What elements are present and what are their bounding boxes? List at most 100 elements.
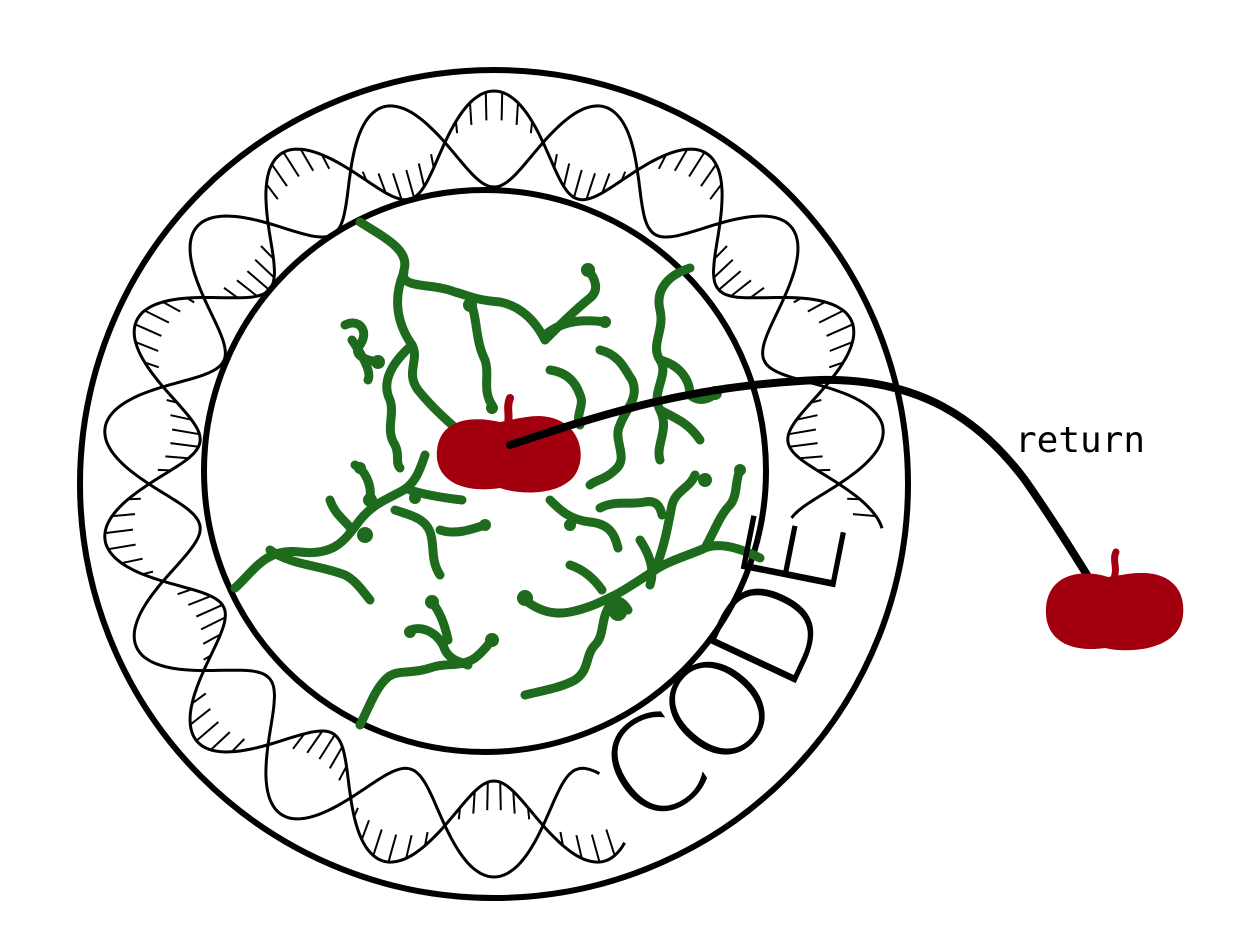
dna-strand-1 xyxy=(103,89,884,864)
dna-rung xyxy=(788,428,817,436)
return-label: return xyxy=(1015,420,1145,461)
dna-rung xyxy=(527,807,531,820)
dna-rung xyxy=(236,279,258,297)
dna-rung xyxy=(231,738,246,753)
dna-rung xyxy=(246,270,270,291)
dna-rung xyxy=(817,468,831,472)
dna-rungs xyxy=(104,92,876,863)
dna-rung xyxy=(203,654,212,661)
dna-rung xyxy=(387,834,398,863)
dna-rung xyxy=(799,455,823,460)
dna-rung xyxy=(121,557,143,565)
dna-rung xyxy=(457,807,461,820)
dna-rung xyxy=(575,834,583,859)
dna-rung xyxy=(826,323,854,337)
dna-rung xyxy=(112,513,136,518)
dna-rung xyxy=(195,721,219,742)
dna-rung xyxy=(360,819,370,840)
dna-rung xyxy=(134,323,162,337)
dna-rung xyxy=(730,279,752,297)
dna-rung xyxy=(472,791,476,814)
dna-rung xyxy=(210,731,231,751)
dna-rung xyxy=(265,183,279,200)
dna-rung xyxy=(361,171,368,181)
dna-rung xyxy=(392,172,403,200)
dna-rung xyxy=(171,428,200,436)
dna-rung xyxy=(162,301,181,313)
dna-rung xyxy=(562,163,571,187)
dna-rung xyxy=(187,595,212,606)
dna-rung xyxy=(424,831,429,846)
dna-rung xyxy=(170,414,192,421)
dna-rung xyxy=(189,708,211,726)
dna-rung xyxy=(377,173,387,194)
dna-rung xyxy=(405,169,415,198)
dna-rung xyxy=(585,172,596,200)
dna-rung xyxy=(529,121,534,134)
dna-rung xyxy=(306,730,324,754)
dna-rung xyxy=(318,734,336,760)
dna-rung xyxy=(282,151,300,178)
dna-rung xyxy=(796,414,818,421)
dna-rung xyxy=(553,154,558,168)
dna-rung xyxy=(590,834,601,863)
dna-rung xyxy=(372,829,383,856)
dna-rung xyxy=(605,829,616,856)
dna-rung xyxy=(144,309,170,324)
dna-rung xyxy=(512,791,516,814)
dna-rung xyxy=(104,528,134,535)
dna-rung xyxy=(144,361,160,369)
dna-rung xyxy=(191,692,207,705)
dna-rung xyxy=(338,765,348,781)
dna-rung xyxy=(673,148,689,172)
dna-rung xyxy=(292,733,306,750)
dna-rung xyxy=(135,341,159,352)
dna-rung xyxy=(321,154,331,170)
dna-rung xyxy=(713,245,728,260)
dna-rung xyxy=(601,173,611,194)
dna-rung xyxy=(127,497,141,501)
dna-strand-2 xyxy=(103,104,885,879)
dna-rung xyxy=(186,297,195,304)
returned-apple-icon xyxy=(1045,548,1184,651)
dna-rung xyxy=(818,309,844,324)
dna-rung xyxy=(165,455,189,460)
dna-rung xyxy=(559,831,564,846)
dna-rung xyxy=(718,270,742,291)
dna-rung xyxy=(657,154,667,170)
vine-buds xyxy=(354,263,746,647)
dna-rung xyxy=(195,603,223,618)
dna-rung xyxy=(469,102,473,125)
dna-rung xyxy=(166,399,178,404)
dna-rung xyxy=(299,148,315,172)
dna-rung xyxy=(108,543,136,551)
dna-rung xyxy=(170,442,199,448)
dna-rung xyxy=(499,782,502,811)
dna-rung xyxy=(807,301,826,313)
dna-rung xyxy=(157,468,171,472)
dna-rung xyxy=(486,782,489,811)
dna-rung xyxy=(713,258,734,279)
dna-rung xyxy=(202,633,221,645)
dna-rung xyxy=(515,102,519,125)
return-arrow xyxy=(506,375,1121,629)
dna-rung xyxy=(500,92,504,121)
dna-rung xyxy=(828,361,844,369)
dna-rung xyxy=(260,245,275,260)
dna-rung xyxy=(177,588,193,596)
dna-rung xyxy=(142,570,154,576)
dna-rung xyxy=(620,171,627,181)
dna-rung xyxy=(793,297,802,304)
dna-rung xyxy=(847,497,861,501)
dna-rung xyxy=(405,834,413,859)
dna-rung xyxy=(700,163,717,187)
dna-rung xyxy=(200,616,226,631)
dna-rung xyxy=(573,169,583,198)
dna-rung xyxy=(223,286,239,299)
dna-rung xyxy=(353,807,359,817)
dna-rung xyxy=(688,151,706,178)
dna-rung xyxy=(484,92,488,121)
dna-rung xyxy=(789,442,818,448)
dna-rung xyxy=(454,121,459,134)
dna-rung xyxy=(829,341,853,352)
